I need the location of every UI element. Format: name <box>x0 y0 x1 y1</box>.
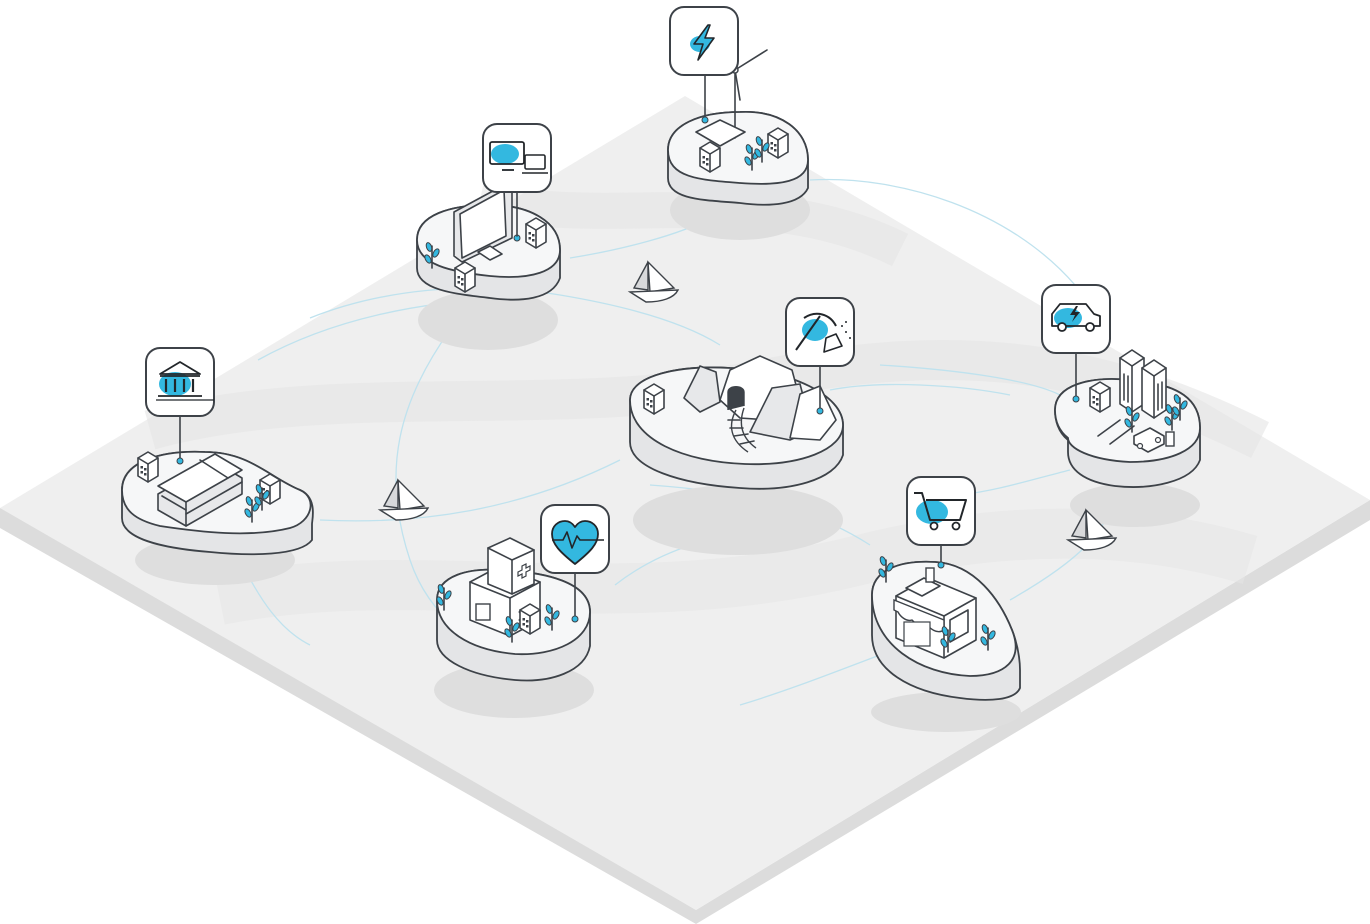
stack-of-banknotes <box>157 453 243 527</box>
shopping-cart-icon <box>914 492 967 531</box>
island-automotive[interactable] <box>1041 284 1201 488</box>
electric-car-icon <box>1051 303 1101 332</box>
island-retail[interactable] <box>871 476 1021 701</box>
computer-devices-icon <box>489 141 548 174</box>
mine-entrance <box>683 355 837 453</box>
bank-icon <box>156 361 214 401</box>
lightning-bolt-icon <box>690 24 715 61</box>
island-energy[interactable] <box>667 6 809 206</box>
island-healthcare[interactable] <box>434 504 610 682</box>
desktop-monitor <box>453 184 513 263</box>
heart-rate-icon <box>551 520 604 565</box>
island-technology[interactable] <box>416 123 561 301</box>
city-and-car <box>1097 349 1175 453</box>
island-mining[interactable] <box>629 297 855 490</box>
island-finance[interactable] <box>121 347 314 556</box>
pickaxe-icon <box>795 312 851 353</box>
